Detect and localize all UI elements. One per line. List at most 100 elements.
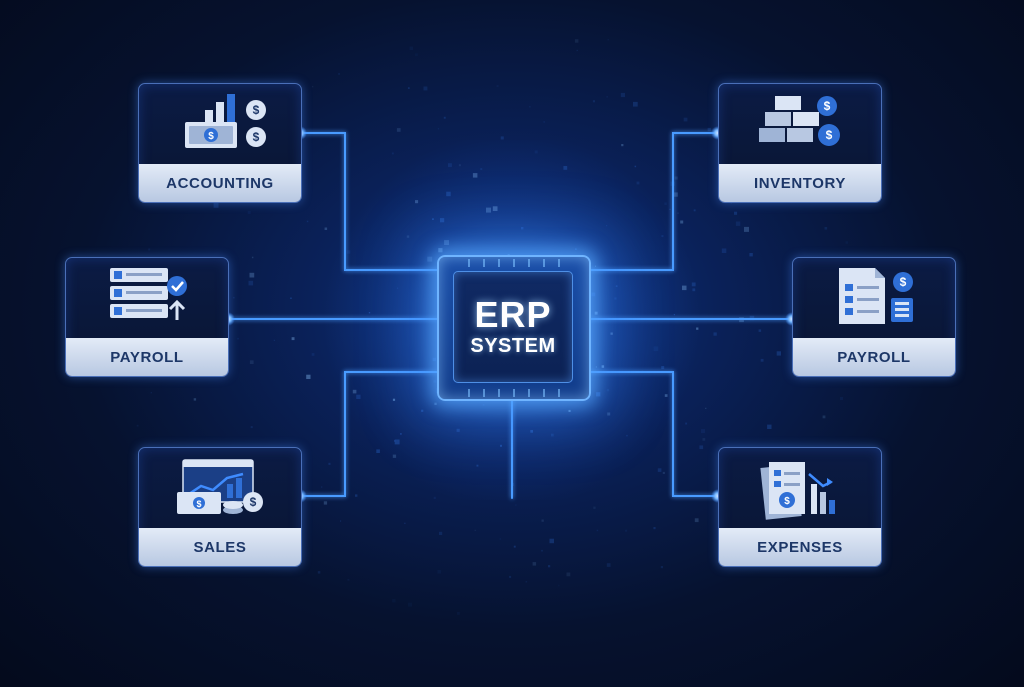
particle	[699, 445, 704, 450]
particle	[566, 572, 571, 577]
svg-text:$: $	[784, 496, 790, 507]
particle	[683, 117, 688, 122]
module-icon-area	[66, 258, 228, 335]
particle	[532, 562, 537, 566]
particle	[247, 211, 251, 215]
particle	[661, 235, 664, 238]
particle	[311, 85, 314, 88]
sales-icon: $ $	[177, 459, 263, 514]
particle	[664, 394, 668, 397]
line-sales	[299, 371, 438, 497]
particle	[614, 297, 617, 300]
particle	[472, 173, 478, 178]
particle	[415, 53, 418, 57]
particle	[541, 519, 544, 522]
erp-hub[interactable]: ERP SYSTEM	[437, 255, 591, 401]
particle	[529, 106, 531, 108]
module-label: PAYROLL	[110, 348, 184, 366]
module-label: EXPENSES	[757, 538, 843, 556]
particle	[696, 327, 699, 330]
particle	[685, 422, 688, 425]
particle	[421, 409, 424, 412]
particle	[321, 486, 323, 488]
particle	[415, 200, 419, 204]
particle	[701, 429, 705, 434]
line-inventory	[586, 132, 719, 271]
line-accounting	[299, 132, 438, 271]
particle	[541, 549, 543, 552]
particle	[486, 207, 491, 213]
module-label: INVENTORY	[753, 174, 847, 192]
particle	[480, 168, 483, 170]
particle	[591, 292, 596, 297]
particle	[551, 433, 554, 437]
module-sales[interactable]: $ $ SALES	[138, 447, 302, 567]
particle	[574, 39, 579, 43]
particle	[458, 164, 461, 167]
particle	[601, 365, 605, 368]
module-label-bar: INVENTORY	[719, 164, 881, 202]
particle	[273, 339, 275, 341]
particle	[606, 96, 608, 98]
particle	[680, 220, 684, 224]
particle	[249, 360, 254, 364]
particle	[432, 218, 434, 220]
particle	[409, 46, 413, 50]
particle	[596, 392, 601, 397]
particle	[492, 206, 498, 211]
particle	[328, 462, 331, 465]
particle	[396, 128, 401, 132]
particle	[664, 202, 667, 205]
payroll-checklist-icon	[110, 268, 187, 320]
particle	[406, 235, 410, 238]
particle	[456, 428, 460, 432]
module-inventory[interactable]: $ $ INVENTORY	[718, 83, 882, 203]
particle	[662, 471, 665, 474]
particle	[356, 394, 361, 399]
line-expenses	[586, 371, 719, 497]
svg-text:$: $	[196, 499, 201, 509]
particle	[673, 192, 678, 197]
module-label-bar: PAYROLL	[66, 338, 228, 376]
particle	[148, 248, 151, 251]
particle	[734, 211, 738, 215]
particle	[136, 424, 139, 427]
particle	[448, 163, 452, 168]
particle	[509, 575, 512, 578]
module-label-bar: EXPENSES	[719, 528, 881, 566]
particle	[713, 332, 717, 336]
particle	[213, 202, 219, 208]
particle	[525, 581, 528, 583]
particle	[607, 412, 611, 416]
particle	[758, 329, 762, 332]
particle	[376, 449, 380, 453]
module-icon-area: $	[793, 258, 955, 335]
particle	[346, 250, 351, 254]
particle	[606, 225, 608, 227]
particle	[368, 312, 371, 314]
particle	[692, 288, 696, 292]
particle	[845, 241, 849, 244]
particle	[530, 430, 533, 433]
module-payroll-left[interactable]: PAYROLL	[65, 257, 229, 377]
particle	[694, 518, 699, 523]
particle	[423, 86, 428, 91]
particle	[392, 398, 396, 401]
module-expenses[interactable]: $ EXPENSES	[718, 447, 882, 567]
particle	[594, 311, 598, 315]
particle	[543, 121, 545, 123]
particle	[633, 101, 638, 107]
particle	[534, 150, 538, 154]
module-label: SALES	[193, 538, 247, 556]
particle	[496, 85, 499, 87]
particle	[682, 285, 687, 291]
particle	[596, 529, 599, 532]
module-accounting[interactable]: $ $ $ ACCOUNTING	[138, 83, 302, 203]
particle	[440, 218, 445, 223]
particle	[338, 73, 340, 75]
module-payroll-right[interactable]: $ PAYROLL	[792, 257, 956, 377]
particle	[433, 380, 436, 383]
particle	[444, 240, 449, 245]
particle	[595, 265, 596, 267]
particle	[735, 221, 741, 226]
